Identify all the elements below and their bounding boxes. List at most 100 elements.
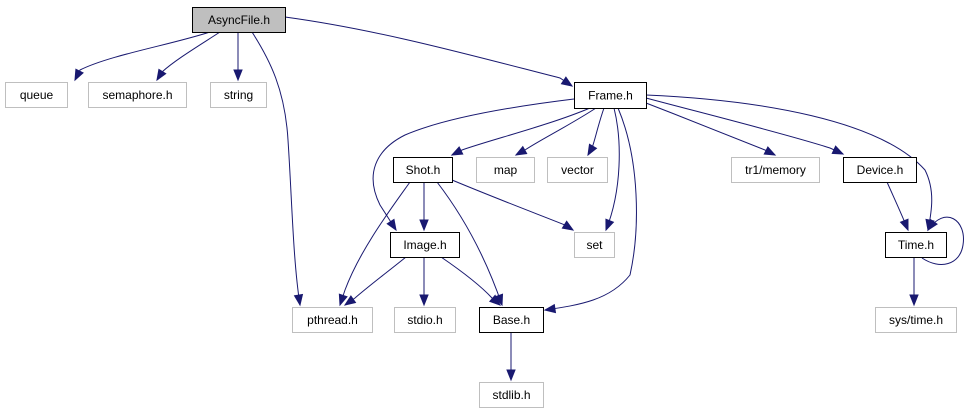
node-label: sys/time.h bbox=[889, 313, 943, 327]
edge-line bbox=[645, 94, 933, 231]
node-device[interactable]: Device.h bbox=[843, 157, 917, 183]
node-label: queue bbox=[20, 88, 54, 102]
node-box bbox=[547, 157, 608, 183]
arrowhead-icon bbox=[587, 143, 598, 157]
node-stdio: stdio.h bbox=[394, 307, 456, 333]
node-box bbox=[479, 382, 544, 408]
node-pthread: pthread.h bbox=[292, 307, 373, 333]
node-box bbox=[476, 157, 535, 183]
node-box bbox=[574, 82, 647, 109]
edge-frame-to-map bbox=[514, 107, 597, 156]
edge-line bbox=[436, 181, 503, 306]
edge-line bbox=[451, 107, 591, 156]
node-box bbox=[5, 82, 68, 108]
arrowhead-icon bbox=[909, 294, 919, 307]
node-label: AsyncFile.h bbox=[208, 13, 270, 27]
edge-time-to-systime bbox=[909, 257, 919, 307]
arrowhead-icon bbox=[156, 68, 167, 82]
node-box bbox=[292, 307, 373, 333]
edge-line bbox=[921, 216, 964, 265]
edge-frame-to-device bbox=[645, 97, 845, 155]
edge-shot-to-image bbox=[419, 182, 429, 232]
arrowhead-icon bbox=[74, 68, 84, 82]
node-label: Device.h bbox=[857, 163, 904, 177]
edge-line bbox=[451, 179, 574, 231]
edge-base-to-stdlib bbox=[506, 332, 516, 382]
edge-line bbox=[544, 107, 637, 311]
edge-shot-to-set bbox=[451, 179, 575, 231]
node-frame[interactable]: Frame.h bbox=[574, 82, 647, 109]
node-string: string bbox=[210, 82, 267, 108]
edge-line bbox=[515, 107, 597, 156]
node-label: stdio.h bbox=[407, 313, 442, 327]
node-label: Base.h bbox=[493, 313, 530, 327]
node-time[interactable]: Time.h bbox=[885, 232, 947, 258]
node-box bbox=[479, 307, 544, 333]
arrowhead-icon bbox=[488, 294, 502, 306]
edge-frame-to-set bbox=[605, 107, 620, 232]
node-label: vector bbox=[561, 163, 594, 177]
node-queue: queue bbox=[5, 82, 68, 108]
edge-asyncfile-to-semaphore bbox=[156, 31, 221, 82]
arrowhead-icon bbox=[514, 145, 528, 156]
arrowhead-icon bbox=[899, 218, 909, 232]
edge-frame-to-base bbox=[543, 107, 637, 314]
node-box bbox=[875, 307, 957, 333]
arrowhead-icon bbox=[543, 303, 557, 314]
node-box bbox=[731, 157, 820, 183]
node-label: pthread.h bbox=[307, 313, 358, 327]
node-label: stdlib.h bbox=[492, 388, 530, 402]
arrowhead-icon bbox=[419, 219, 429, 232]
node-label: semaphore.h bbox=[102, 88, 172, 102]
node-systime: sys/time.h bbox=[875, 307, 957, 333]
node-stdlib: stdlib.h bbox=[479, 382, 544, 408]
node-label: Shot.h bbox=[406, 163, 441, 177]
edge-asyncfile-to-pthread bbox=[251, 31, 304, 307]
node-label: Frame.h bbox=[588, 89, 633, 103]
edge-line bbox=[372, 98, 575, 231]
node-box bbox=[885, 232, 947, 258]
nodes-layer: AsyncFile.h queue semaphore.h string Frame.h… bbox=[5, 7, 957, 408]
node-shot[interactable]: Shot.h bbox=[393, 157, 453, 183]
node-box bbox=[394, 307, 456, 333]
arrowhead-icon bbox=[605, 218, 615, 232]
edge-image-to-base bbox=[440, 256, 502, 306]
edge-line bbox=[74, 31, 211, 81]
node-label: tr1/memory bbox=[745, 163, 806, 177]
arrowhead-icon bbox=[293, 293, 304, 307]
node-box bbox=[210, 82, 267, 108]
arrowhead-icon bbox=[831, 145, 845, 155]
node-box bbox=[88, 82, 187, 108]
edge-asyncfile-to-string bbox=[233, 32, 243, 82]
arrowhead-icon bbox=[561, 220, 575, 231]
node-box bbox=[843, 157, 917, 183]
node-asyncfile[interactable]: AsyncFile.h bbox=[192, 7, 286, 33]
edge-shot-to-pthread bbox=[338, 181, 411, 307]
node-label: set bbox=[586, 238, 603, 252]
edge-line bbox=[645, 102, 776, 156]
edge-asyncfile-to-queue bbox=[74, 31, 211, 82]
edge-line bbox=[339, 181, 411, 306]
edge-frame-to-shot bbox=[450, 107, 591, 156]
node-image[interactable]: Image.h bbox=[390, 232, 460, 258]
node-label: Image.h bbox=[403, 238, 446, 252]
edge-line bbox=[156, 31, 221, 81]
edge-line bbox=[645, 97, 844, 155]
node-label: map bbox=[494, 163, 518, 177]
arrowhead-icon bbox=[419, 294, 429, 307]
node-label: Time.h bbox=[898, 238, 934, 252]
node-set: set bbox=[574, 232, 615, 258]
edge-line bbox=[440, 256, 501, 306]
arrowhead-icon bbox=[506, 369, 516, 382]
edge-line bbox=[284, 16, 573, 87]
node-base[interactable]: Base.h bbox=[479, 307, 544, 333]
node-box bbox=[393, 157, 453, 183]
arrowhead-icon bbox=[927, 218, 938, 232]
arrowhead-icon bbox=[233, 69, 243, 82]
edge-asyncfile-to-frame bbox=[284, 16, 574, 87]
node-box bbox=[574, 232, 615, 258]
edge-time-to-time bbox=[921, 216, 964, 265]
node-semaphore: semaphore.h bbox=[88, 82, 187, 108]
node-tr1memory: tr1/memory bbox=[731, 157, 820, 183]
edge-frame-to-vector bbox=[587, 107, 605, 157]
